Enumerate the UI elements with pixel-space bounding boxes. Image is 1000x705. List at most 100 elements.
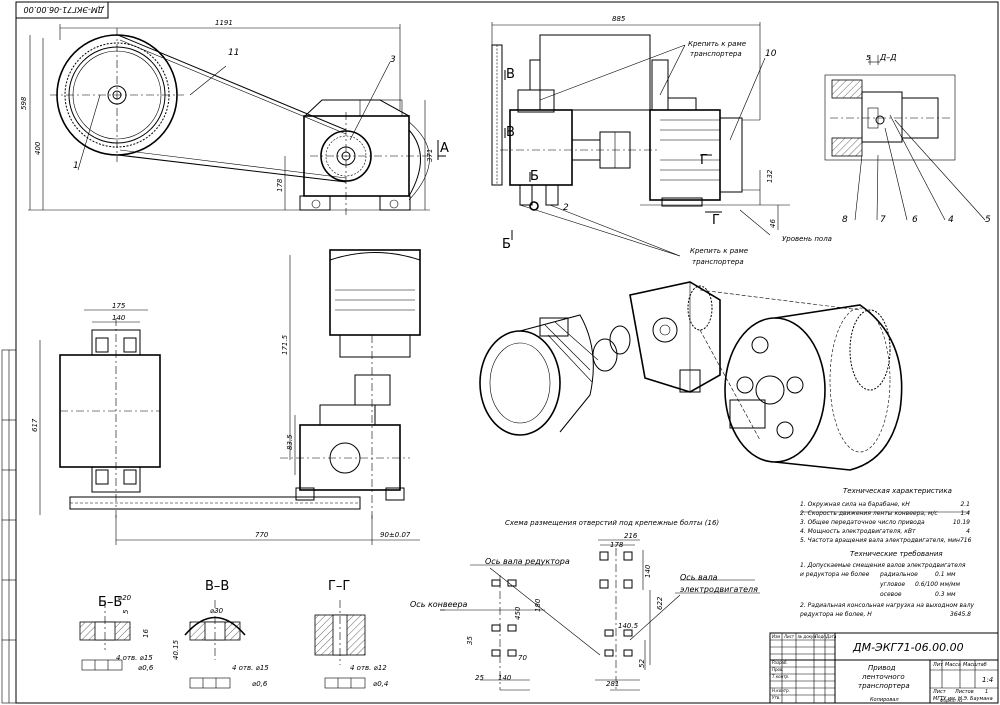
dim-178: 178 <box>276 178 284 192</box>
dim-bb-holes: 4 отв. ⌀15 <box>116 654 153 662</box>
title-block-name-1: Привод <box>868 664 896 672</box>
axis-motor-note-2: электродвигателя <box>680 585 758 594</box>
labels: ДМ-ЭКГ71-06.00.00 1 11 3 2 10 8 7 6 4 5 … <box>20 5 991 688</box>
section-v-v <box>184 600 246 689</box>
section-a-label: А <box>440 141 449 156</box>
bolt-hole-scheme <box>440 539 760 691</box>
title-block-row-7: Т.контр. <box>772 674 790 679</box>
plan-motor <box>329 249 421 336</box>
dim-90-fit: 90±0.07 <box>380 531 411 539</box>
tech-req-ax-value: 0.3 мм <box>935 591 956 598</box>
tech-char-value: 716 <box>959 537 972 544</box>
axis-conveyor-note: Ось конвеера <box>410 600 468 609</box>
title-block-name-3: транспортера <box>858 682 910 690</box>
dim-sch-140-5: 140.5 <box>618 622 639 630</box>
dim-vv-40-15: 40.15 <box>172 639 180 660</box>
title-block-lit: Лит <box>933 662 943 668</box>
tech-req-ax-label: осевое <box>880 591 902 598</box>
note-mount-bottom: Крепить к раме <box>690 247 749 255</box>
dim-140: 140 <box>112 314 126 322</box>
title-block-sheets-value: 1 <box>985 689 989 695</box>
callout-8: 8 <box>842 215 848 225</box>
callout-7: 7 <box>880 215 886 225</box>
dim-sch-281: 281 <box>606 680 619 688</box>
tech-char-row: 4. Мощность электродвигателя, кВт 4 <box>800 529 970 538</box>
plan-view <box>39 249 421 545</box>
dim-83-5: 83.5 <box>286 434 294 450</box>
dim-bb-16: 16 <box>142 629 150 638</box>
dim-vv-holes: 4 отв. ⌀15 <box>232 664 269 672</box>
callout-1: 1 <box>73 161 79 171</box>
tech-req-ang-value: 0.6/100 мм/мм <box>915 581 961 588</box>
side-view-drive <box>491 22 790 257</box>
tech-char-label: 2. Скорость движения ленты конвеера, м/с <box>800 510 938 517</box>
callout-4: 4 <box>948 215 954 225</box>
dim-sch-25: 25 <box>475 674 484 682</box>
dim-598: 598 <box>20 96 28 110</box>
title-block-row-0: Изм <box>772 634 781 639</box>
tech-char-list: 1. Окружная сила на барабане, кН 2.1 2. … <box>800 502 972 547</box>
dim-bb-d20: ⌀20 <box>118 594 132 602</box>
section-g-label-bottom: Г <box>712 213 720 228</box>
section-d-d-label: Д–Д <box>879 53 897 62</box>
dim-132: 132 <box>766 169 774 183</box>
section-g-g <box>314 600 366 689</box>
title-block-row-5: Разраб. <box>772 660 788 665</box>
title-block-format: Формат А1 <box>940 698 963 703</box>
tech-char-label: 1. Окружная сила на барабане, кН <box>800 501 910 508</box>
dim-vv-tol: ⌀0,6 <box>252 680 268 688</box>
drawing-code-top: ДМ-ЭКГ71-06.00.00 <box>24 5 105 14</box>
dim-sch-216: 216 <box>624 532 638 540</box>
dim-gg-holes: 4 отв. ⌀12 <box>350 664 387 672</box>
tech-req-load: 3645.8 <box>950 611 971 618</box>
dim-dd-5: 5 <box>866 54 871 62</box>
dim-sch-450: 450 <box>514 606 522 620</box>
tech-req-rad-label: радиальное <box>880 571 918 578</box>
tech-char-label: 5. Частота вращения вала электродвигател… <box>800 537 960 544</box>
title-block-row-1: Лист <box>784 634 795 639</box>
top-code-box <box>15 1 109 19</box>
title-block-org: МГТУ им. Н.Э. Баумана <box>933 696 993 702</box>
scheme-title: Схема размещения отверстий под крепежные… <box>505 519 720 527</box>
title-block-sheet: Лист <box>933 689 946 695</box>
title-block-row-4: Дата <box>826 634 837 639</box>
front-view-drive <box>28 24 446 215</box>
chain-upper <box>117 34 347 131</box>
plan-reducer <box>299 424 401 491</box>
dim-sch-140: 140 <box>498 674 512 682</box>
title-block-row-2: № докум. <box>798 634 818 639</box>
section-g-g-title: Г–Г <box>328 579 350 594</box>
dim-175: 175 <box>112 302 126 310</box>
dim-885: 885 <box>612 15 626 23</box>
dim-sch-52: 52 <box>638 659 646 668</box>
note-mount-top: Крепить к раме <box>688 40 747 48</box>
dim-sch-140b: 140 <box>644 564 652 578</box>
dim-371: 371 <box>426 149 434 162</box>
section-v-v-title: В–В <box>205 579 229 594</box>
dim-46: 46 <box>769 219 777 228</box>
tech-req-title: Технические требования <box>850 550 943 558</box>
title-block-scale-header: Масштаб <box>963 662 987 668</box>
title-block-name-2: ленточного <box>862 673 905 681</box>
section-v-label-bottom: В <box>506 125 515 140</box>
dim-sch-70: 70 <box>518 654 527 662</box>
note-mount-bottom-2: транспортера <box>692 258 744 266</box>
isometric-view <box>479 281 903 471</box>
tech-char-row: 3. Общее передаточное число привода 10.1… <box>800 520 970 529</box>
title-block-sheets: Листов <box>955 689 974 695</box>
section-b-b <box>79 600 131 671</box>
tech-req-ang-label: угловое <box>880 581 906 588</box>
tech-char-row: 2. Скорость движения ленты конвеера, м/с… <box>800 511 970 520</box>
callout-11: 11 <box>228 48 239 58</box>
callout-10: 10 <box>765 49 777 59</box>
chain-lower <box>117 154 347 183</box>
tech-req-line1: 1. Допускаемые смещения валов электродви… <box>800 562 966 569</box>
tech-char-value: 1.4 <box>960 510 970 517</box>
tech-char-label: 3. Общее передаточное число привода <box>800 519 925 526</box>
tech-char-row: 1. Окружная сила на барабане, кН 2.1 <box>800 502 970 511</box>
tech-req-rad-value: 0.1 мм <box>935 571 956 578</box>
detail-d-d <box>824 55 986 221</box>
section-g-label-top: Г <box>700 153 708 168</box>
dim-617: 617 <box>31 418 39 432</box>
